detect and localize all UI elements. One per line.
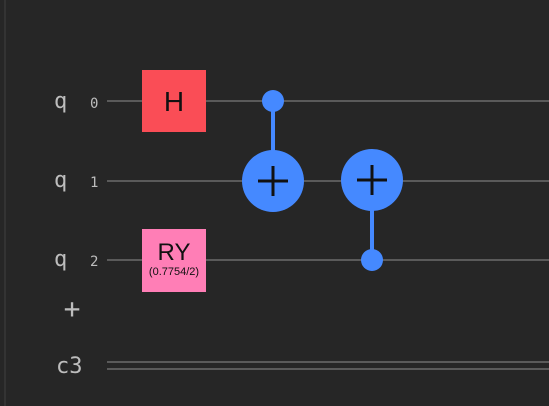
qubit-prefix: q [54,89,67,114]
add-qubit-button[interactable]: + [64,292,81,325]
ry-gate-label: RY [158,239,191,266]
cnot-gate-1[interactable] [242,90,304,212]
qubit-label-2: q 2 [54,247,98,272]
h-gate[interactable]: H [142,70,206,132]
qubit-prefix: q [54,168,67,193]
cnot-control-dot [361,249,383,271]
qubit-label-1: q 1 [54,168,98,193]
ry-gate[interactable]: RY (0.7754/2) [142,229,206,292]
cnot-control-dot [262,90,284,112]
h-gate-box [142,70,206,132]
h-gate-label: H [164,86,184,117]
plus-icon [258,166,288,196]
ry-gate-box [142,229,206,292]
qubit-index: 0 [90,96,98,112]
qubit-prefix: q [54,247,67,272]
qubit-label-0: q 0 [54,89,98,114]
qubit-index: 2 [90,254,98,270]
qubit-index: 1 [90,175,98,191]
cnot-gate-2[interactable] [341,149,403,271]
plus-icon [357,165,387,195]
classical-register-label: c3 [56,354,83,379]
ry-gate-param: (0.7754/2) [149,266,199,278]
